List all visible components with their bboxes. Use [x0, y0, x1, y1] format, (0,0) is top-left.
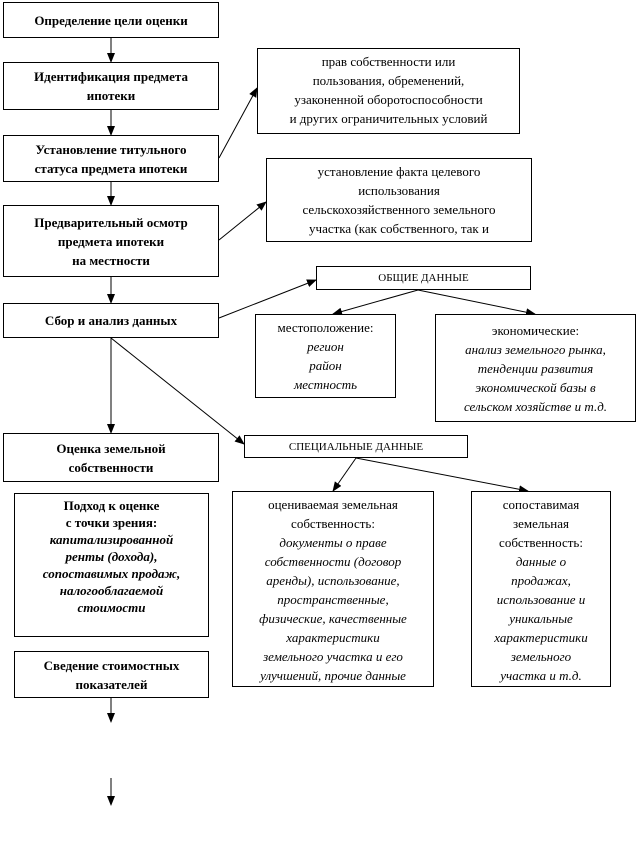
comparable-title-3: собственность:	[499, 535, 583, 550]
comparable-item-5: характеристики	[494, 630, 588, 645]
target-use-line-2: использования	[358, 183, 440, 198]
reconcile-line-2: показателей	[75, 676, 148, 692]
subject-item-5: физические, качественные	[259, 611, 407, 626]
arrow-inspection-to-target-use	[218, 201, 267, 241]
arrow-special-to-subject	[332, 457, 357, 492]
subject-item-3: аренды), использование,	[266, 573, 400, 588]
rights-line-4: и других ограничительных условий	[289, 111, 488, 126]
subject-item-6: характеристики	[286, 630, 380, 645]
approach-item-4: налогооблагаемой	[59, 583, 164, 598]
target-use-line-1: установление факта целевого	[317, 164, 481, 179]
economic-title: экономические:	[491, 322, 580, 338]
inspection-box: Предварительный осмотр предмета ипотеки …	[3, 205, 219, 277]
comparable-title-1: сопоставимая	[502, 497, 580, 512]
arrow-general-to-economic	[417, 289, 536, 317]
comparable-item-7: участка и т.д.	[500, 668, 582, 683]
approach-title-1: Подход к оценке	[63, 498, 160, 513]
economic-item-3: экономической базы в	[475, 379, 596, 395]
approach-item-5: стоимости	[77, 600, 146, 615]
arrow-special-to-comparable	[355, 457, 529, 494]
inspection-line-2: предмета ипотеки	[57, 233, 165, 249]
special-data-header: СПЕЦИАЛЬНЫЕ ДАННЫЕ	[244, 435, 468, 458]
comparable-item-4: уникальные	[509, 611, 573, 626]
comparable-title-2: земельная	[512, 516, 570, 531]
identify-box: Идентификация предмета ипотеки	[3, 62, 219, 110]
economic-item-4: сельском хозяйстве и т.д.	[463, 398, 608, 414]
location-box: местоположение: регион район местность	[255, 314, 396, 398]
arrow-title-to-rights	[218, 87, 258, 159]
valuation-line-2: собственности	[68, 459, 154, 475]
title-status-line-2: статуса предмета ипотеки	[34, 160, 188, 176]
general-data-header: ОБЩИЕ ДАННЫЕ	[316, 266, 531, 290]
economic-item-1: анализ земельного рынка,	[465, 341, 606, 357]
general-data-header-text: ОБЩИЕ ДАННЫЕ	[378, 272, 469, 284]
rights-line-1: прав собственности или	[321, 54, 456, 69]
identify-line-2: ипотеки	[86, 88, 136, 103]
rights-line-3: узаконенной оборотоспособности	[294, 92, 483, 107]
arrow-collection-to-general	[218, 279, 317, 319]
subject-item-2: собственности (договор	[264, 554, 402, 569]
reconcile-box: Сведение стоимостных показателей	[14, 651, 209, 698]
approach-item-3: сопоставимых продаж,	[42, 566, 181, 581]
location-title: местоположение:	[277, 320, 374, 335]
subject-item-4: пространственные,	[277, 592, 389, 607]
inspection-line-3: на местности	[72, 252, 150, 268]
arrow-collection-to-special	[110, 337, 245, 445]
approach-title-2: с точки зрения:	[65, 515, 158, 530]
location-item-1: регион	[307, 339, 344, 354]
approach-box: Подход к оценке с точки зрения: капитали…	[14, 493, 209, 637]
goal-box: Определение цели оценки	[3, 2, 219, 38]
rights-note-box: прав собственности или пользования, обре…	[257, 48, 520, 134]
special-data-header-text: СПЕЦИАЛЬНЫЕ ДАННЫЕ	[288, 440, 424, 453]
subject-property-box: оцениваемая земельная собственность: док…	[232, 491, 434, 687]
title-status-line-1: Установление титульного	[35, 141, 187, 157]
data-collection-text: Сбор и анализ данных	[44, 313, 178, 328]
inspection-line-1: Предварительный осмотр	[34, 214, 188, 230]
comparable-property-box: сопоставимая земельная собственность: да…	[471, 491, 611, 687]
subject-item-7: земельного участка и его	[263, 649, 403, 664]
data-collection-box: Сбор и анализ данных	[3, 303, 219, 338]
arrow-general-to-location	[332, 289, 419, 316]
rights-line-2: пользования, обременений,	[312, 73, 465, 88]
title-status-box: Установление титульного статуса предмета…	[3, 135, 219, 182]
valuation-box: Оценка земельной собственности	[3, 433, 219, 482]
comparable-item-1: данные о	[515, 554, 567, 569]
subject-title-1: оцениваемая земельная	[268, 497, 398, 512]
target-use-line-3: сельскохозяйственного земельного	[302, 202, 496, 217]
approach-item-2: ренты (дохода),	[65, 549, 158, 564]
reconcile-line-1: Сведение стоимостных	[43, 657, 180, 673]
location-item-3: местность	[293, 377, 358, 392]
subject-item-8: улучшений, прочие данные	[260, 668, 406, 683]
economic-box: экономические: анализ земельного рынка, …	[435, 314, 636, 422]
comparable-item-6: земельного	[510, 649, 572, 664]
comparable-item-2: продажах,	[511, 573, 571, 588]
location-item-2: район	[309, 358, 342, 373]
target-use-line-4: участка (как собственного, так и	[309, 221, 489, 236]
economic-item-2: тенденции развития	[477, 360, 594, 376]
valuation-line-1: Оценка земельной	[56, 440, 166, 456]
goal-text: Определение цели оценки	[34, 12, 188, 28]
approach-item-1: капитализированной	[49, 532, 174, 547]
identify-line-1: Идентификация предмета	[34, 69, 188, 84]
subject-title-2: собственность:	[291, 516, 375, 531]
target-use-note-box: установление факта целевого использовани…	[266, 158, 532, 242]
comparable-item-3: использование и	[496, 592, 586, 607]
subject-item-1: документы о праве	[279, 535, 387, 550]
